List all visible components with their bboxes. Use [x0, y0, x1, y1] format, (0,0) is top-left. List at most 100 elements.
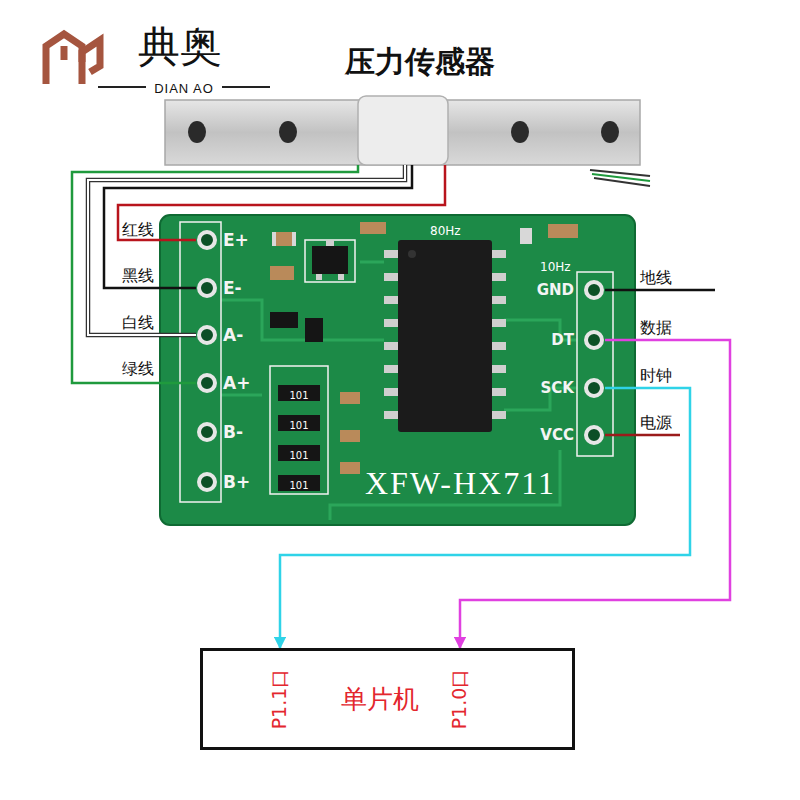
- pin-hole: [199, 280, 215, 296]
- wire-label: 绿线: [122, 359, 154, 378]
- pin-pad: B-: [196, 417, 247, 447]
- ic-chip: [492, 296, 506, 304]
- wire-connector: [104, 165, 412, 288]
- wire-label-box: 红线: [122, 220, 154, 239]
- port-name: P1.0口: [447, 662, 473, 736]
- label-box: 地线: [640, 268, 672, 287]
- ic-chip: [384, 273, 398, 281]
- pin-name: A-: [223, 320, 243, 350]
- wire-label: 红线: [122, 220, 154, 239]
- pin-hole: [586, 427, 602, 443]
- pin-pad: E-: [196, 273, 246, 303]
- logo-icon: [61, 46, 68, 60]
- wire-label: 时钟: [640, 366, 672, 385]
- resistor-symbol: [270, 312, 298, 328]
- resistor-code: 101: [289, 450, 308, 461]
- pin-name: GND: [537, 275, 574, 305]
- wire-label-box: 白线: [122, 313, 154, 332]
- transistor-symbol: [326, 240, 334, 246]
- capacitor-symbol: [340, 392, 360, 404]
- pin-name: A+: [223, 368, 250, 398]
- pin-pad: DT: [547, 325, 605, 355]
- brand-latin: DIAN AO: [154, 81, 214, 96]
- wire-connector: [118, 165, 445, 240]
- wire-line: [72, 165, 358, 383]
- capacitor-symbol: [292, 232, 296, 246]
- pin-hole: [586, 282, 602, 298]
- ic-chip: [384, 240, 506, 432]
- pcb-board: [160, 215, 635, 525]
- logo-icon: [82, 40, 100, 84]
- wire-label: 黑线: [122, 266, 154, 285]
- load-cell-bar: [358, 96, 448, 165]
- label-box: 101: [289, 474, 308, 493]
- transistor-symbol: [312, 240, 348, 280]
- silkscreen-outline: [305, 240, 355, 282]
- resistor-code: 101: [289, 420, 308, 431]
- transistor-symbol: [312, 246, 348, 274]
- pin-pad: SCK: [537, 373, 605, 403]
- pin-name: B+: [223, 467, 250, 497]
- silkscreen-outline: [270, 366, 328, 494]
- wire-connector: [88, 165, 405, 335]
- load-cell-bar: [188, 121, 206, 143]
- ic-chip: [384, 365, 398, 373]
- capacitor-symbol: [272, 232, 296, 246]
- ic-chip: [492, 388, 506, 396]
- load-cell-bar: [279, 121, 297, 143]
- pin-hole: [199, 474, 215, 490]
- pcb-trace: [221, 394, 262, 397]
- ic-chip: [492, 365, 506, 373]
- resistor-symbol: [270, 312, 323, 491]
- wire-label-box: 时钟: [640, 366, 672, 385]
- label-box: DIAN AO: [154, 78, 214, 97]
- pcb-trace: [360, 261, 384, 264]
- sensor-cable: [590, 170, 650, 186]
- jumper-label: 80Hz: [430, 224, 461, 238]
- capacitor-symbol: [270, 266, 294, 280]
- board-name: XFW-HX711: [365, 465, 556, 502]
- label-box: 101: [289, 444, 308, 463]
- label-box: 电源: [640, 413, 672, 432]
- wire-label-box: 黑线: [122, 266, 154, 285]
- label-box: 101: [289, 414, 308, 433]
- pin-hole: [199, 375, 215, 391]
- pin-name: VCC: [540, 420, 574, 450]
- resistor-symbol: [278, 475, 320, 491]
- capacitor-symbol: [340, 430, 360, 442]
- label-box: 101: [289, 384, 308, 403]
- ic-chip: [398, 240, 492, 432]
- ic-chip: [384, 250, 506, 419]
- ic-chip: [492, 250, 506, 258]
- port-name: P1.1口: [267, 642, 293, 756]
- silkscreen-outline: [577, 272, 613, 456]
- pin-pad: VCC: [536, 420, 605, 450]
- sensor-cable: [594, 178, 650, 186]
- wire-label: 地线: [640, 268, 672, 287]
- ic-chip: [384, 411, 398, 419]
- pin-pad: A-: [196, 320, 247, 350]
- ic-chip: [384, 342, 398, 350]
- resistor-code: 101: [289, 480, 308, 491]
- ic-chip: [384, 296, 398, 304]
- pin-pad: E+: [196, 225, 253, 255]
- pin-hole: [586, 332, 602, 348]
- pin-pad: GND: [533, 275, 605, 305]
- logo-icon: [46, 34, 100, 84]
- pin-pad: B+: [196, 467, 254, 497]
- silkscreen-outline: [180, 222, 221, 502]
- brand-name: 典奥: [138, 22, 222, 71]
- load-cell: 压力传感器: [165, 100, 640, 165]
- logo-icon: [46, 34, 82, 84]
- pin-name: SCK: [541, 373, 574, 403]
- load-cell-bar: [601, 121, 619, 143]
- pin-name: E-: [223, 273, 242, 303]
- transistor-symbol: [316, 274, 322, 280]
- ic-chip: [384, 250, 398, 258]
- power-wire-stub: [605, 290, 715, 435]
- logo-rule: [222, 86, 270, 88]
- label-box: 80Hz: [430, 220, 461, 239]
